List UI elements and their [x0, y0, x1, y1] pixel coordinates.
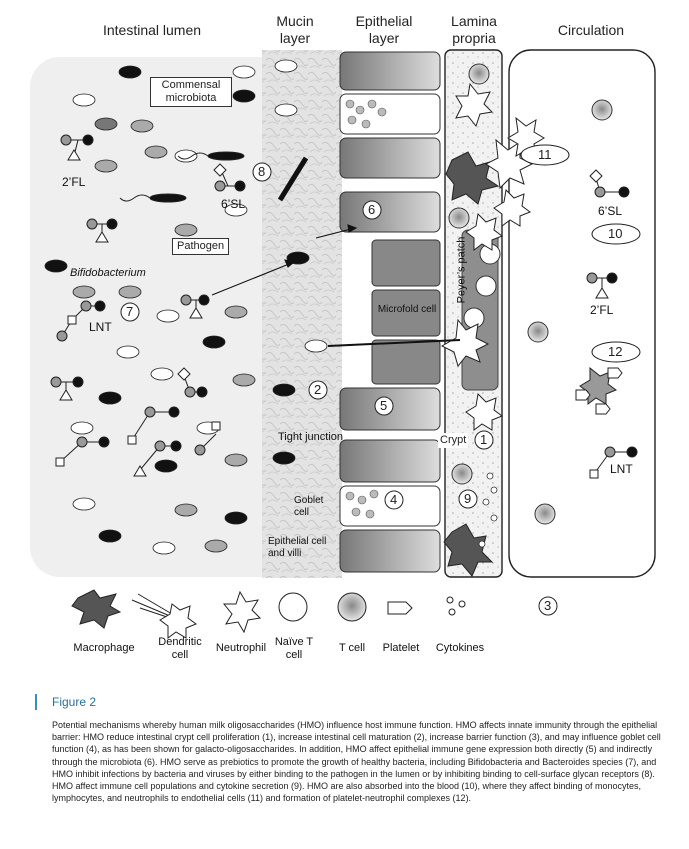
number-5: 5	[380, 398, 388, 413]
legend-dendritic-cell: Dendritic cell	[158, 636, 202, 661]
figure-caption-title: Figure 2	[52, 695, 97, 709]
number-3: 3	[544, 598, 552, 613]
number-12: 12	[608, 344, 623, 359]
naive-t-cell-icon	[278, 592, 308, 622]
legend-macrophage: Macrophage	[73, 642, 135, 654]
immune-cells	[448, 63, 613, 525]
number-ovals	[520, 144, 641, 363]
label-tight-junction: Tight junction	[278, 431, 344, 443]
number-1: 1	[480, 432, 488, 447]
header-epithelial-layer: Epithelial layer	[355, 13, 413, 46]
number-3-icon	[538, 596, 558, 616]
legend-naive-t-cell: Naïve T cell	[274, 636, 314, 661]
label-6sl-circulation: 6’SL	[598, 204, 623, 218]
label-epithelial-villi: Epithelial cell and villi	[268, 536, 327, 559]
label-2fl-lumen: 2’FL	[62, 175, 86, 189]
header-lamina-propria: Lamina propria	[451, 13, 497, 46]
arrows	[211, 224, 461, 347]
hmo-glycans	[50, 134, 638, 479]
legend-platelet: Platelet	[382, 642, 420, 654]
label-6sl-lumen: 6’SL	[221, 197, 246, 211]
dendritic-cell-icon	[131, 593, 198, 639]
goblet-granules	[345, 99, 387, 519]
number-2: 2	[314, 382, 322, 397]
label-goblet-cell: Goblet cell	[294, 495, 324, 518]
label-bifidobacterium: Bifidobacterium	[70, 267, 146, 279]
neutrophil-icon	[222, 590, 262, 634]
figure-caption-text: Potential mechanisms whereby human milk …	[52, 720, 661, 804]
label-lnt-circulation: LNT	[610, 462, 633, 476]
label-peyers-patch: Peyer’s patch	[455, 236, 468, 304]
label-2fl-circulation: 2’FL	[590, 303, 614, 317]
caption-accent-bar	[35, 694, 37, 710]
pathogens	[119, 151, 309, 203]
mucin-layer	[262, 50, 342, 578]
number-8: 8	[258, 164, 266, 179]
header-circulation: Circulation	[557, 22, 625, 38]
number-11: 11	[538, 147, 552, 162]
label-crypt: Crypt	[438, 433, 469, 448]
hmo-mechanism-diagram	[30, 49, 656, 639]
header-intestinal-lumen: Intestinal lumen	[102, 22, 202, 38]
legend-icons	[71, 589, 558, 639]
label-commensal-microbiota: Commensal microbiota	[150, 77, 232, 107]
label-lnt-lumen: LNT	[89, 320, 112, 334]
platelet-icon	[387, 601, 413, 615]
number-9: 9	[464, 491, 472, 506]
number-10: 10	[608, 226, 623, 241]
legend-cytokines: Cytokines	[435, 642, 485, 654]
number-circles	[120, 162, 494, 510]
platelets	[575, 367, 623, 415]
macrophage-icon	[71, 589, 122, 629]
legend-neutrophil: Neutrophil	[215, 642, 267, 654]
number-4: 4	[390, 492, 398, 507]
t-cell-icon	[337, 592, 367, 622]
circulation-region	[508, 49, 656, 578]
bacteria	[44, 59, 328, 555]
number-7: 7	[126, 304, 134, 319]
legend-t-cell: T cell	[338, 642, 366, 654]
cytokines-icon	[446, 596, 466, 616]
header-mucin-layer: Mucin layer	[276, 13, 314, 46]
number-6: 6	[368, 202, 376, 217]
label-microfold-cell: Microfold cell	[377, 304, 437, 315]
label-pathogen: Pathogen	[172, 238, 230, 255]
